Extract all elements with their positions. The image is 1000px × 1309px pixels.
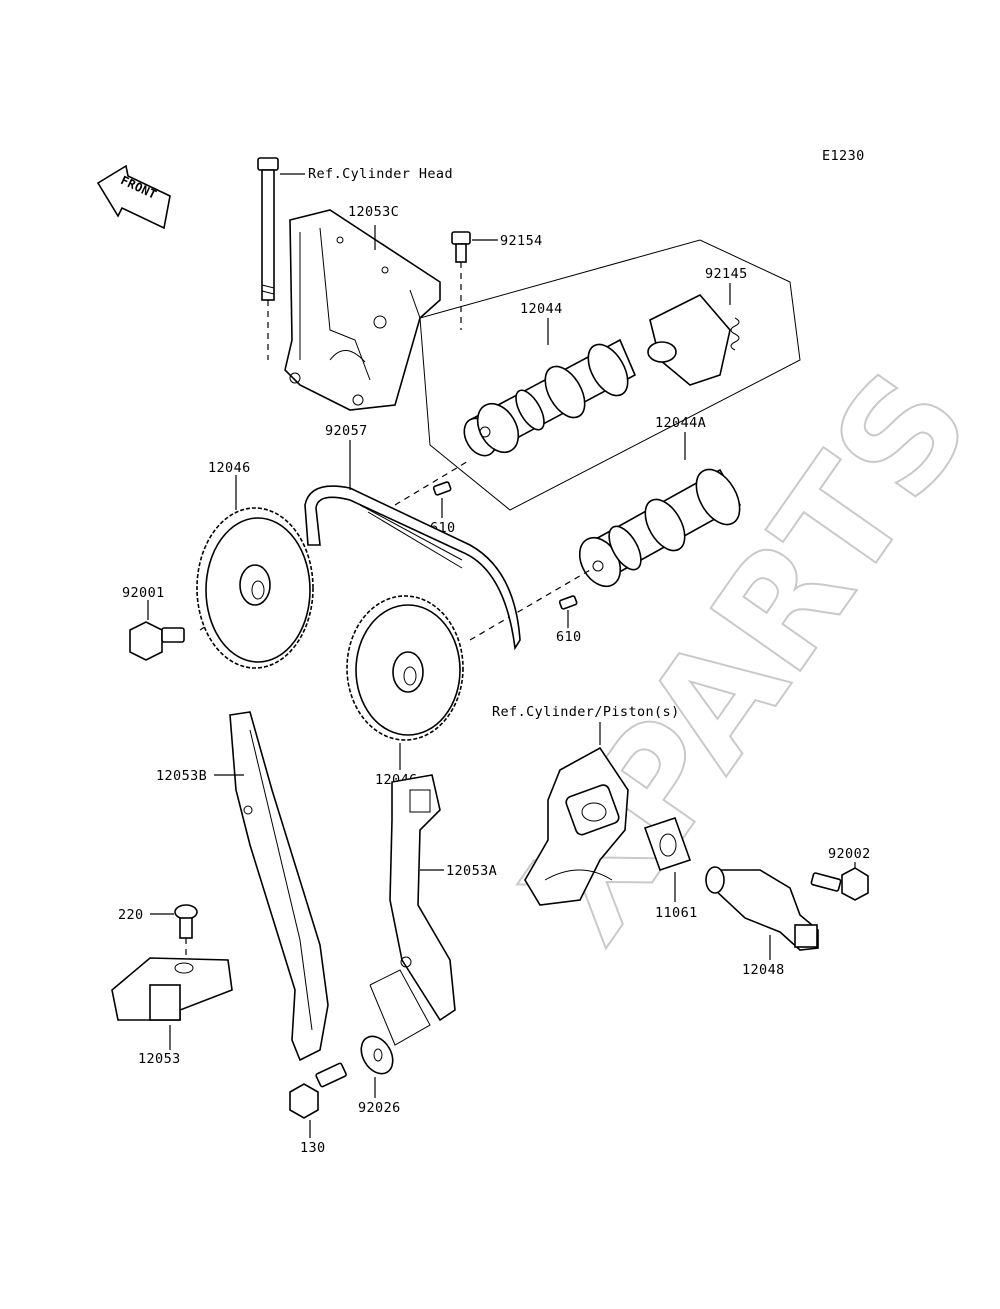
diagram-code: E1230 — [822, 148, 865, 164]
bolt-92002 — [810, 867, 869, 901]
part-11061-label: 11061 — [655, 905, 698, 921]
part-12053-label: 12053 — [138, 1051, 181, 1067]
washer-92026 — [360, 1035, 394, 1075]
cam-sprocket-12046-top — [196, 507, 314, 669]
part-12053c-label: 12053C — [348, 204, 399, 220]
cylinder-fragment — [524, 746, 629, 906]
part-12048-label: 12048 — [742, 962, 785, 978]
tensioner-12048 — [705, 866, 819, 951]
part-92026-label: 92026 — [358, 1100, 401, 1116]
part-220-label: 220 — [118, 907, 144, 923]
cam-chain-92057 — [304, 485, 521, 651]
screw-220 — [174, 904, 198, 960]
camshaft-12044a — [578, 468, 742, 588]
gasket-11061 — [643, 816, 692, 872]
ref-cylinder-head-label: Ref.Cylinder Head — [308, 166, 453, 182]
pin-610-top — [432, 481, 452, 496]
part-92154-label: 92154 — [500, 233, 543, 249]
part-12053a-label: 12053A — [446, 863, 497, 879]
part-92057-label: 92057 — [325, 423, 368, 439]
pin-610-bottom — [558, 595, 578, 610]
part-92001-label: 92001 — [122, 585, 165, 601]
guide-bracket-12053c — [284, 209, 441, 411]
cam-sprocket-12046-bottom — [346, 595, 464, 741]
part-130-label: 130 — [300, 1140, 326, 1156]
camshaft-12044 — [463, 338, 637, 457]
part-12044a-label: 12044A — [655, 415, 706, 431]
cylinder-head-bolt — [257, 157, 279, 360]
part-92002-label: 92002 — [828, 846, 871, 862]
bolt-92001 — [129, 621, 185, 661]
part-12046-top-label: 12046 — [208, 460, 251, 476]
part-92145-label: 92145 — [705, 266, 748, 282]
chain-guide-12053b — [229, 711, 329, 1062]
bolt-130 — [289, 1062, 347, 1119]
part-610-bottom-label: 610 — [556, 629, 582, 645]
part-12044-label: 12044 — [520, 301, 563, 317]
decompressor-92145 — [647, 294, 740, 386]
front-arrow-icon: FRONT — [96, 164, 171, 230]
guide-12053 — [111, 957, 233, 1021]
camshaft-group-outline — [419, 239, 801, 511]
ref-cylinder-piston-label: Ref.Cylinder/Piston(s) — [492, 704, 680, 720]
chain-guide-12053a — [389, 774, 456, 1022]
part-12053b-label: 12053B — [156, 768, 207, 784]
bolt-92154 — [451, 231, 471, 330]
